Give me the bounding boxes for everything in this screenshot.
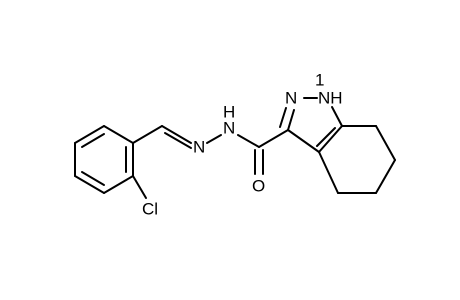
bond-c-cl bbox=[132, 175, 147, 199]
bond-benzene-1 bbox=[103, 125, 134, 144]
amide-nh-h-label: H bbox=[223, 103, 235, 122]
bond-nh-carbonyl bbox=[237, 134, 260, 148]
bond-methine-n-1 bbox=[161, 125, 192, 144]
pyrazole-ring bbox=[279, 97, 343, 153]
bond-n-n bbox=[206, 134, 222, 144]
bond-benzene-4 bbox=[74, 175, 105, 194]
bond-benzene-inner-2 bbox=[81, 171, 105, 186]
bond-c4-c3a bbox=[318, 151, 339, 194]
carbonyl-o-label: O bbox=[252, 177, 265, 196]
hydrazone-n-amide-label: N bbox=[223, 119, 235, 138]
bond-methine-n-2 bbox=[164, 132, 192, 149]
bond-c3-n2-2 bbox=[279, 107, 287, 128]
hydrazone-n-imine-label: N bbox=[193, 138, 205, 157]
bond-benzene-5 bbox=[103, 175, 134, 194]
pyrazole-h1-label: 1 bbox=[315, 71, 324, 90]
bond-c3-n2-1 bbox=[287, 109, 295, 131]
bond-c7-c6 bbox=[375, 125, 396, 161]
bond-c6-c5 bbox=[375, 159, 396, 194]
bond-aryl-methine bbox=[132, 125, 163, 144]
bond-c3a-c3 bbox=[287, 129, 320, 153]
bond-benzene-2 bbox=[74, 125, 105, 144]
bond-c7a-c3a-1 bbox=[318, 125, 343, 153]
bond-carbonyl-c3 bbox=[258, 129, 289, 148]
cyclohexene-ring bbox=[318, 125, 396, 194]
bond-c7a-c3a-2 bbox=[316, 127, 336, 147]
chlorine-label: Cl bbox=[142, 200, 158, 219]
benzene-ring bbox=[74, 125, 134, 194]
bond-benzene-inner-1 bbox=[81, 133, 105, 148]
bond-n1-c7a bbox=[331, 106, 343, 127]
pyrazole-n-imine-label: N bbox=[285, 89, 297, 108]
pyrazole-nh-label: NH bbox=[318, 89, 343, 108]
